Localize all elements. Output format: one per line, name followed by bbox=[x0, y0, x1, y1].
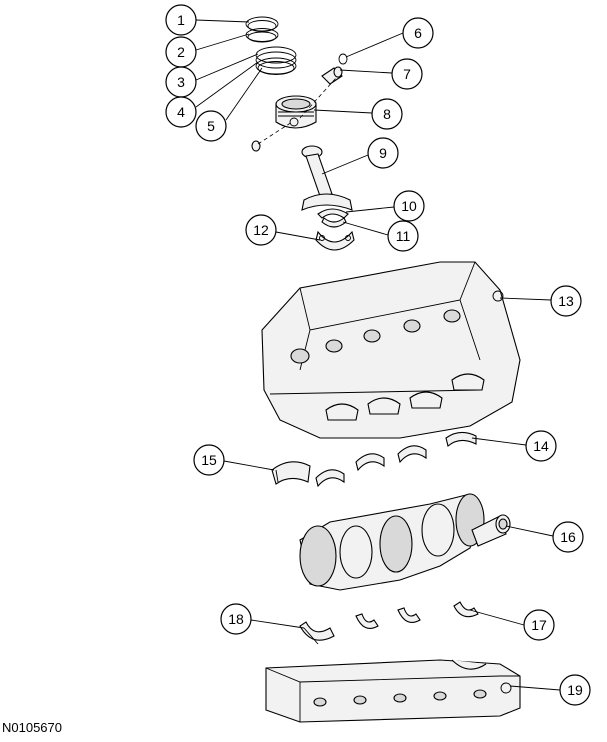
callout-8: 8 bbox=[371, 98, 403, 130]
connecting-rod-bearing-upper bbox=[317, 208, 349, 219]
oil-control-rings bbox=[255, 46, 297, 75]
callout-17: 17 bbox=[523, 609, 555, 641]
callout-7-label: 7 bbox=[403, 66, 411, 82]
callout-16: 16 bbox=[552, 521, 584, 553]
piston-ring-second bbox=[245, 28, 279, 43]
piston-ring-upper bbox=[245, 16, 279, 32]
callout-10-label: 10 bbox=[401, 198, 417, 214]
connecting-rod-bearing-lower bbox=[321, 217, 347, 228]
main-bearing-lower-3 bbox=[453, 601, 479, 618]
callout-3-label: 3 bbox=[177, 74, 185, 90]
callout-14: 14 bbox=[525, 430, 557, 462]
callout-18-label: 18 bbox=[228, 611, 244, 627]
cylinder-block bbox=[261, 261, 521, 439]
callout-13: 13 bbox=[550, 285, 582, 317]
callout-19-label: 19 bbox=[567, 682, 583, 698]
thrust-bearing-upper bbox=[271, 461, 311, 485]
figure-id: N0105670 bbox=[2, 720, 62, 735]
callout-15: 15 bbox=[193, 444, 225, 476]
connecting-rod-cap bbox=[315, 230, 355, 251]
callout-6: 6 bbox=[402, 17, 434, 49]
main-bearing-upper-3 bbox=[397, 445, 427, 464]
callout-10: 10 bbox=[393, 190, 425, 222]
leader-lines bbox=[195, 19, 561, 691]
callout-9: 9 bbox=[367, 137, 399, 169]
main-bearing-lower-2 bbox=[397, 607, 421, 623]
callout-9-label: 9 bbox=[379, 145, 387, 161]
callout-17-label: 17 bbox=[531, 617, 547, 633]
piston-pin-retainer-right bbox=[338, 53, 348, 65]
callout-4: 4 bbox=[165, 96, 197, 128]
main-bearing-upper-2 bbox=[355, 453, 385, 472]
callout-11: 11 bbox=[387, 220, 419, 252]
callout-7: 7 bbox=[391, 58, 423, 90]
callout-18: 18 bbox=[220, 603, 252, 635]
callout-6-label: 6 bbox=[414, 25, 422, 41]
callout-1: 1 bbox=[165, 4, 197, 36]
piston bbox=[275, 95, 317, 129]
callout-4-label: 4 bbox=[177, 104, 185, 120]
callout-2-label: 2 bbox=[177, 44, 185, 60]
callout-13-label: 13 bbox=[558, 293, 574, 309]
callout-16-label: 16 bbox=[560, 529, 576, 545]
callout-12: 12 bbox=[245, 214, 277, 246]
piston-pin bbox=[321, 66, 343, 85]
thrust-bearing-lower bbox=[299, 621, 335, 645]
callout-3: 3 bbox=[165, 66, 197, 98]
callout-19: 19 bbox=[559, 674, 591, 706]
callout-14-label: 14 bbox=[533, 438, 549, 454]
main-bearing-lower-1 bbox=[355, 613, 379, 629]
main-bearing-upper-4 bbox=[445, 431, 477, 447]
callout-12-label: 12 bbox=[253, 222, 269, 238]
callout-5-label: 5 bbox=[207, 118, 215, 134]
lower-crankcase bbox=[265, 659, 521, 723]
callout-15-label: 15 bbox=[201, 452, 217, 468]
connecting-rod bbox=[301, 145, 353, 211]
crankshaft bbox=[299, 493, 511, 591]
callout-11-label: 11 bbox=[396, 228, 411, 244]
callout-1-label: 1 bbox=[177, 12, 185, 28]
callout-8-label: 8 bbox=[383, 106, 391, 122]
callout-5: 5 bbox=[195, 110, 227, 142]
main-bearing-upper-1 bbox=[315, 469, 345, 488]
piston-pin-retainer-left bbox=[251, 140, 261, 152]
callout-2: 2 bbox=[165, 36, 197, 68]
